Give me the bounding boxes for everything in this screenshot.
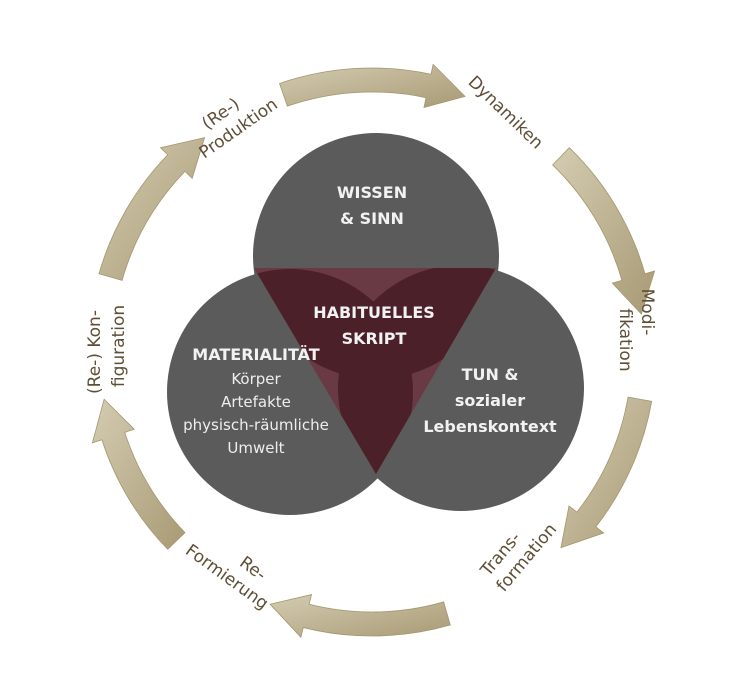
label-modifikation-2: fikation: [615, 308, 635, 371]
circle-right-title-2: sozialer: [455, 391, 525, 410]
cycle-arrow-icon: [269, 594, 451, 639]
circle-left-item: physisch-räumliche: [183, 416, 329, 434]
lens-top-right: [338, 268, 496, 379]
cycle-arrow-icon: [91, 398, 186, 550]
cycle-arrows: [91, 63, 656, 639]
circle-top-title-2: & SINN: [340, 209, 404, 228]
label-dynamiken: Dynamiken: [464, 72, 547, 153]
circle-left-item: Körper: [231, 370, 281, 388]
cycle-arrow-icon: [560, 396, 653, 549]
center-title-2: SKRIPT: [342, 329, 407, 348]
cycle-arrow-icon: [98, 137, 206, 281]
circle-left-item: Artefakte: [221, 393, 291, 411]
lens-top-left: [254, 269, 413, 379]
cycle-arrow-icon: [552, 147, 656, 315]
label-konfiguration-1: (Re-) Kon-: [85, 310, 105, 394]
circle-left-title: MATERIALITÄT: [192, 345, 320, 364]
circle-left-item: Umwelt: [227, 439, 284, 457]
circle-top-title-1: WISSEN: [337, 183, 407, 202]
label-modifikation-1: Modi-: [637, 289, 657, 336]
cycle-arrow-icon: [279, 63, 466, 109]
label-konfiguration-2: figuration: [109, 305, 129, 387]
center-title-1: HABITUELLES: [313, 303, 435, 322]
circle-right-title-3: Lebenskontext: [423, 417, 557, 436]
circle-right-title-1: TUN &: [462, 365, 519, 384]
